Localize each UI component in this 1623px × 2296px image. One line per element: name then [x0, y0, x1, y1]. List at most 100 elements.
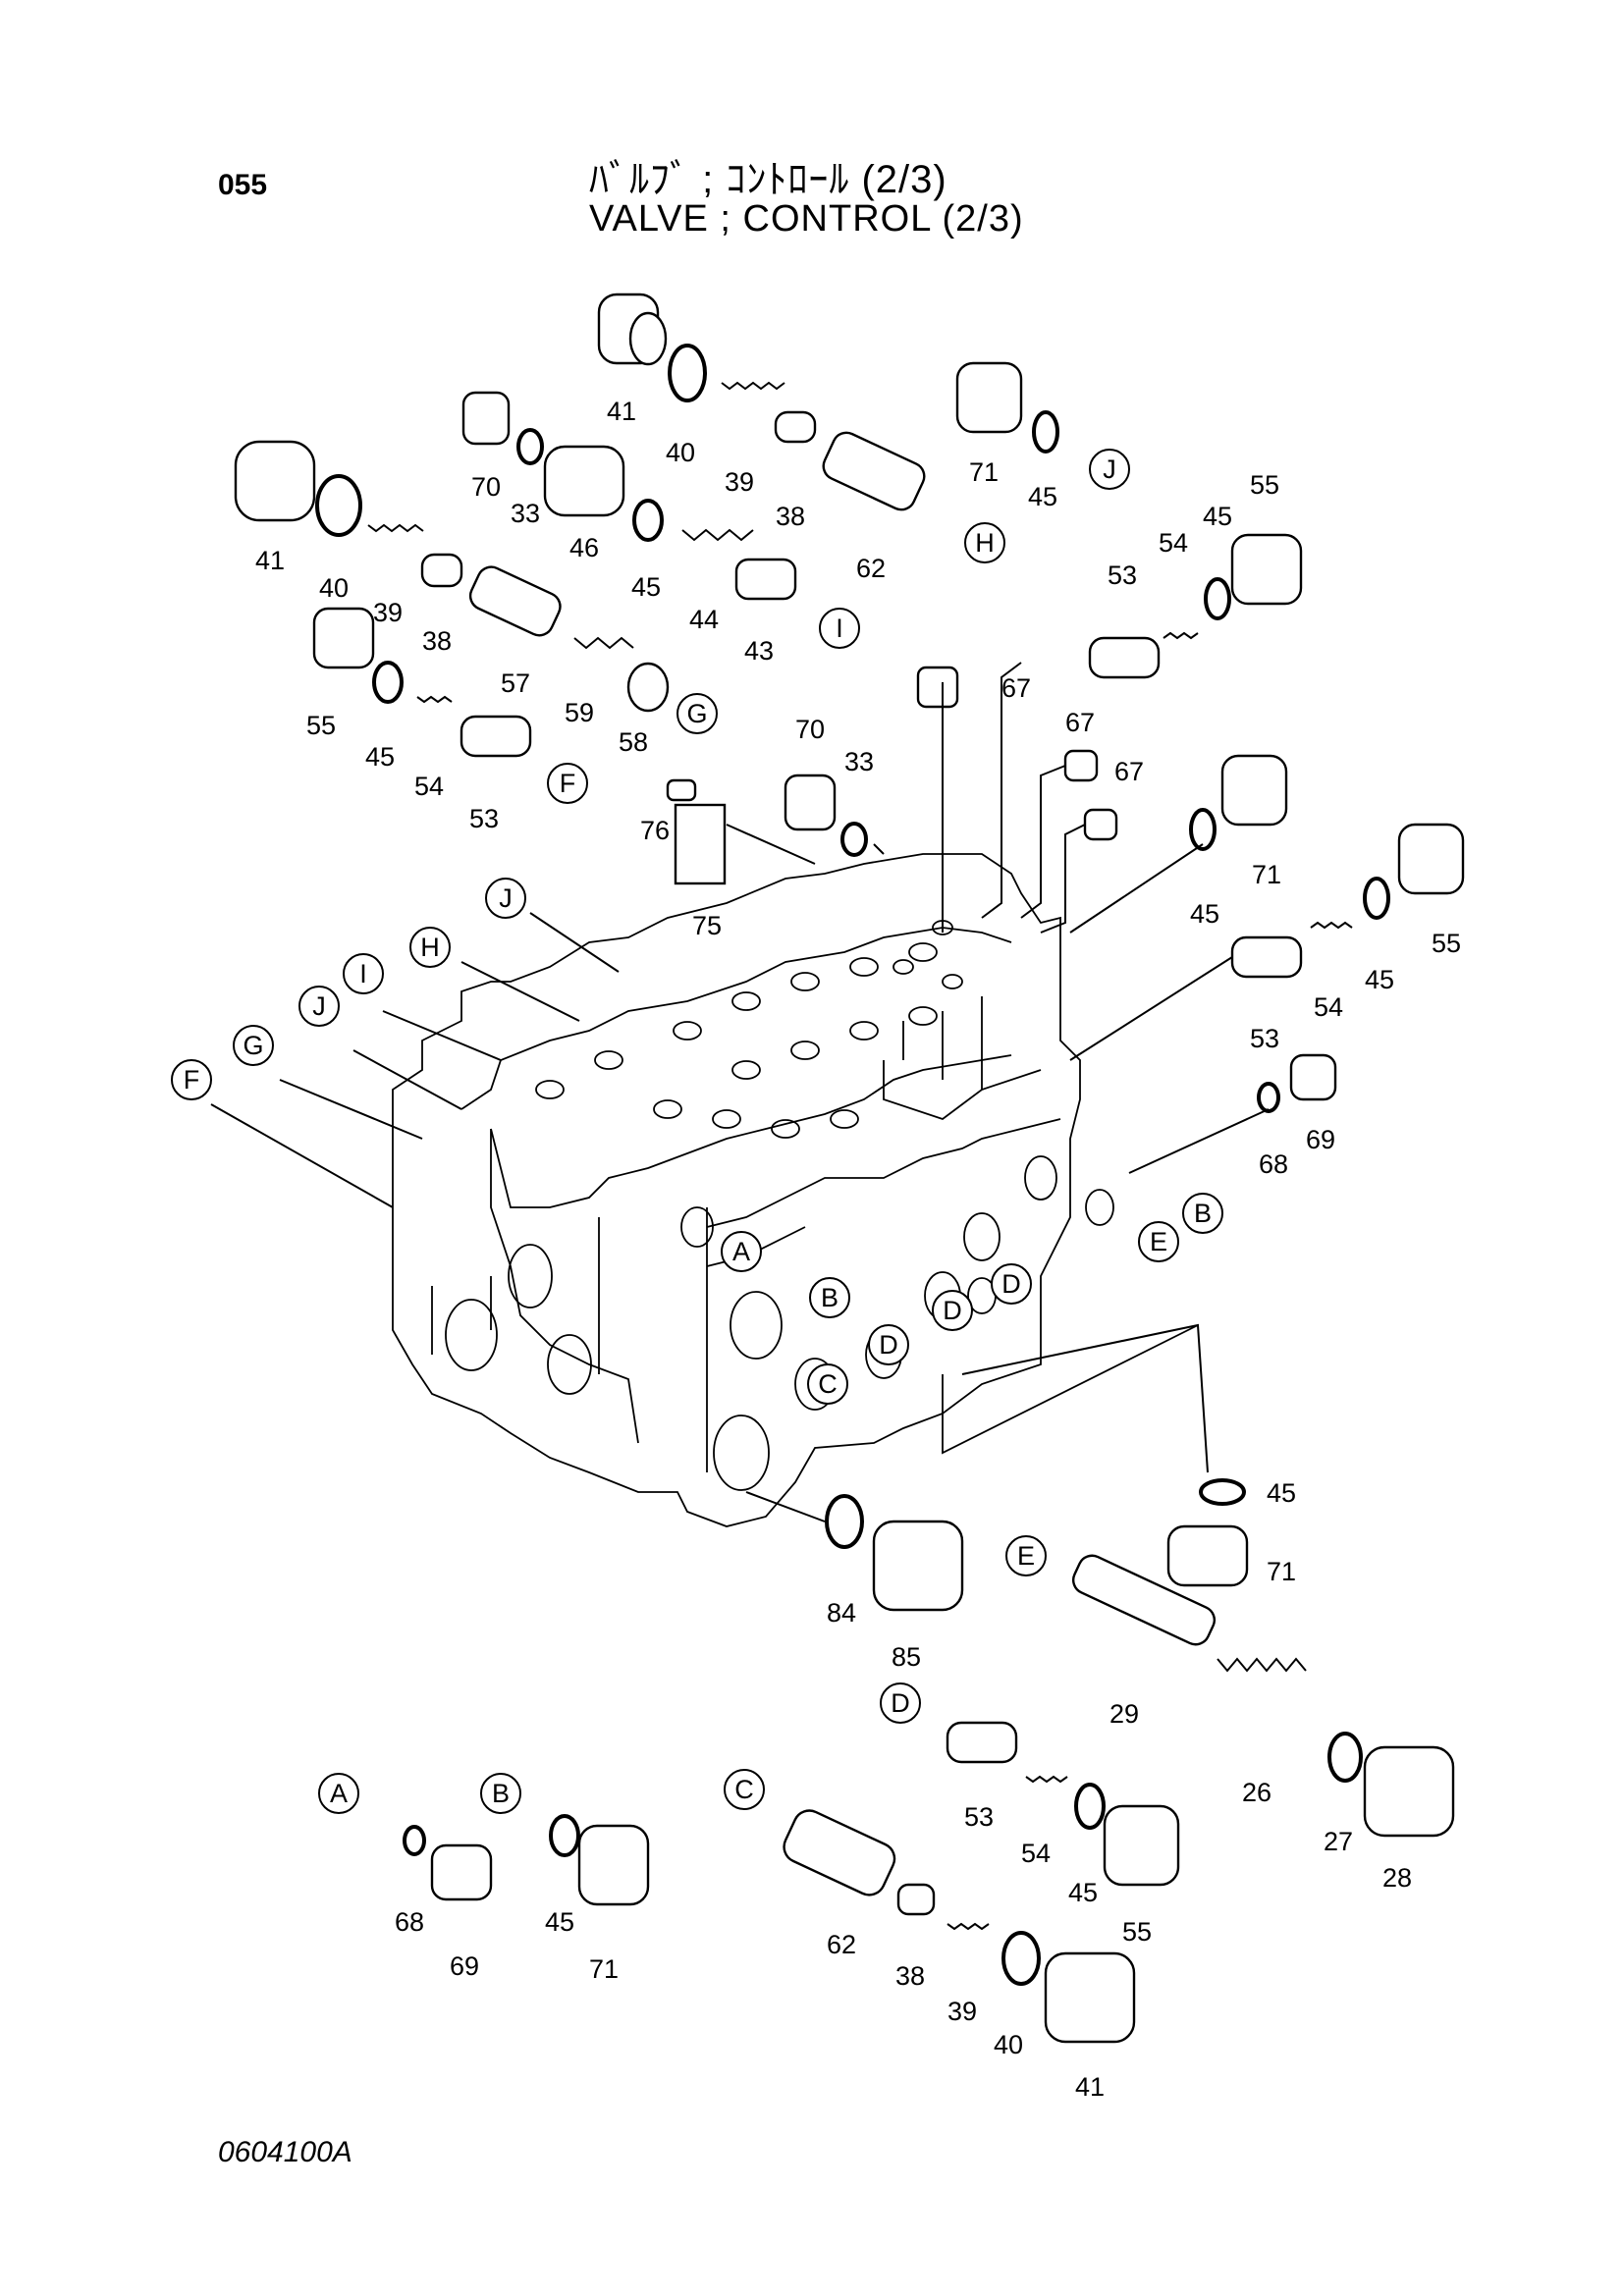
- label-45: 45: [365, 742, 395, 772]
- o-ring-45-lower: [1199, 1478, 1246, 1506]
- plug-67-b: [1063, 749, 1099, 782]
- o-ring-40-top: [668, 344, 707, 402]
- o-ring-45-lower-b: [1074, 1783, 1106, 1830]
- o-ring-45-right: [1189, 808, 1217, 851]
- spool-62-top: [822, 431, 926, 511]
- label-68: 68: [395, 1907, 424, 1937]
- callout-B: B: [1182, 1193, 1223, 1234]
- label-43: 43: [744, 636, 774, 666]
- o-ring-45-right-top: [1204, 577, 1231, 620]
- label-53: 53: [1250, 1024, 1279, 1053]
- callout-C: C: [724, 1769, 765, 1810]
- callout-D: D: [880, 1682, 921, 1724]
- svg-text:D: D: [891, 1688, 910, 1718]
- label-45: 45: [1028, 482, 1057, 511]
- o-ring-45-left: [372, 661, 404, 704]
- plug-71-lower-b: [577, 1824, 650, 1906]
- label-44: 44: [689, 605, 719, 634]
- label-45: 45: [545, 1907, 574, 1937]
- callout-A: A: [721, 1231, 762, 1272]
- o-ring-45-lower-c: [549, 1814, 580, 1857]
- callout-I: I: [343, 953, 384, 994]
- svg-text:A: A: [732, 1237, 750, 1266]
- o-ring-45-mid: [632, 499, 664, 542]
- plug-38-top: [774, 410, 817, 444]
- label-69: 69: [450, 1951, 479, 1981]
- label-45: 45: [1267, 1478, 1296, 1508]
- label-71: 71: [589, 1954, 619, 1984]
- callout-B: B: [480, 1773, 521, 1814]
- callout-I: I: [819, 608, 860, 649]
- label-45: 45: [1203, 502, 1232, 531]
- label-54: 54: [1159, 528, 1188, 558]
- label-67: 67: [1065, 708, 1095, 737]
- poppet-53-right: [1230, 935, 1303, 979]
- label-54: 54: [1314, 992, 1343, 1022]
- svg-text:H: H: [420, 933, 440, 962]
- page-number: 055: [218, 169, 268, 201]
- label-84: 84: [827, 1598, 856, 1628]
- spring-54-right: [1310, 921, 1353, 930]
- callout-F: F: [171, 1059, 212, 1100]
- callout-H: H: [409, 927, 451, 968]
- svg-text:C: C: [734, 1775, 754, 1804]
- poppet-53-right-top: [1088, 636, 1161, 679]
- o-ring-33-top: [516, 428, 544, 465]
- parts-group: [234, 293, 1465, 2044]
- label-71: 71: [1252, 860, 1281, 889]
- callout-E: E: [1005, 1535, 1047, 1576]
- plug-38-lower: [896, 1883, 936, 1916]
- label-53: 53: [1108, 561, 1137, 590]
- plug-38-left: [420, 553, 463, 588]
- label-53: 53: [964, 1802, 994, 1832]
- label-71: 71: [1267, 1557, 1296, 1586]
- label-29: 29: [1109, 1699, 1139, 1729]
- callout-H: H: [964, 522, 1005, 563]
- svg-text:J: J: [499, 883, 513, 913]
- svg-text:B: B: [1194, 1199, 1212, 1228]
- label-39: 39: [725, 467, 754, 497]
- callout-F: F: [547, 763, 588, 804]
- plug-55-right-top: [1230, 533, 1303, 606]
- callout-D: D: [991, 1263, 1032, 1305]
- plug-71-right: [1220, 754, 1288, 827]
- label-75: 75: [692, 911, 722, 940]
- label-62: 62: [827, 1930, 856, 1959]
- plug-55-lower: [1103, 1804, 1180, 1887]
- label-70: 70: [471, 472, 501, 502]
- svg-text:F: F: [184, 1065, 200, 1095]
- spring-39-top: [721, 381, 785, 391]
- label-39: 39: [947, 1997, 977, 2026]
- spring-59: [573, 636, 634, 650]
- callout-B: B: [809, 1277, 850, 1318]
- plug-41-top: [597, 293, 668, 366]
- callout-C: C: [807, 1363, 848, 1405]
- plug-71-lower: [1166, 1524, 1249, 1587]
- callout-E: E: [1138, 1221, 1179, 1262]
- plug-28: [1363, 1745, 1455, 1838]
- plug-70-mid: [784, 774, 837, 831]
- spring-26: [1217, 1657, 1307, 1673]
- label-38: 38: [422, 626, 452, 656]
- plug-55-left: [312, 607, 375, 669]
- label-55: 55: [1432, 929, 1461, 958]
- label-67: 67: [1114, 757, 1144, 786]
- plug-85: [872, 1520, 964, 1612]
- label-76: 76: [640, 816, 670, 845]
- svg-text:D: D: [1001, 1269, 1021, 1299]
- callout-J: J: [485, 878, 526, 919]
- screw-76: [666, 778, 697, 802]
- label-40: 40: [666, 438, 695, 467]
- spring-44: [681, 528, 754, 542]
- o-ring-45-right-b: [1363, 877, 1390, 920]
- callout-G: G: [233, 1025, 274, 1066]
- o-ring-33-mid: [840, 822, 868, 857]
- o-ring-45-top: [1032, 410, 1059, 454]
- cover-75: [674, 803, 727, 885]
- label-45: 45: [1068, 1878, 1098, 1907]
- o-ring-27: [1327, 1732, 1363, 1783]
- svg-text:I: I: [836, 614, 843, 643]
- label-45: 45: [1365, 965, 1394, 994]
- svg-text:J: J: [312, 991, 326, 1021]
